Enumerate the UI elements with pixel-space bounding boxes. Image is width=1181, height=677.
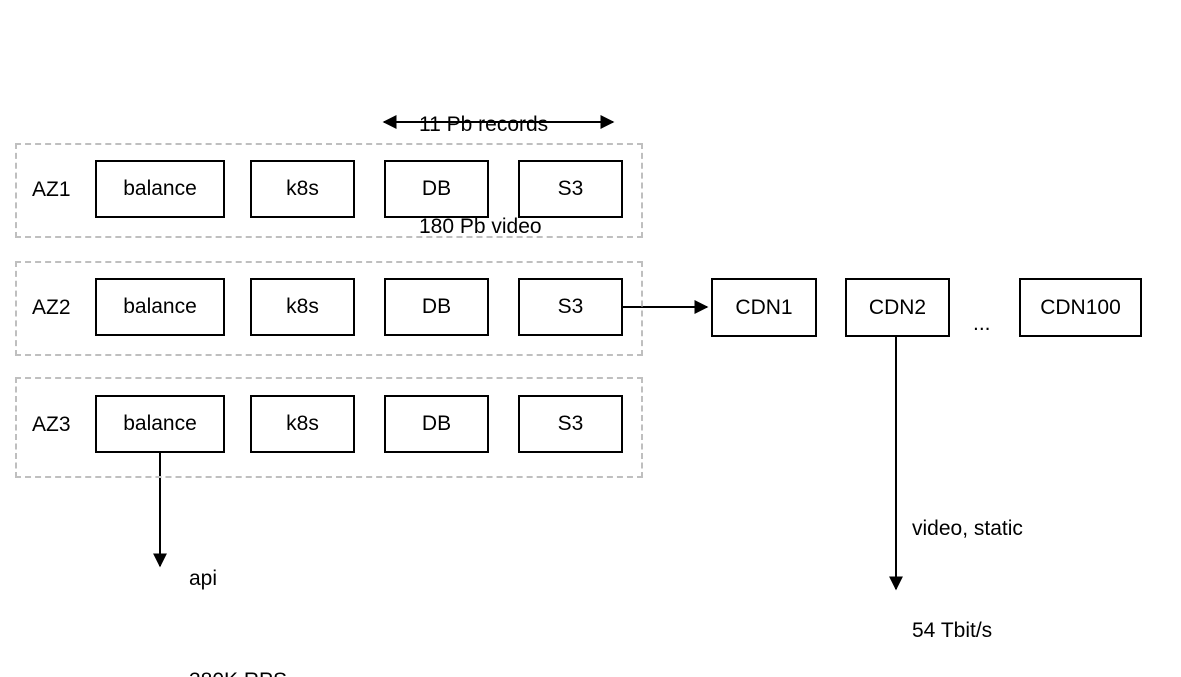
az1-node-k8s[interactable]: k8s <box>250 160 355 218</box>
api-annotation-line2: 380K RPS <box>189 664 287 677</box>
az3-node-db[interactable]: DB <box>384 395 489 453</box>
az-zone-2-label: AZ2 <box>32 296 71 319</box>
az-zone-1-label: AZ1 <box>32 178 71 201</box>
egress-annotation-line2: 54 Tbit/s <box>912 619 993 642</box>
cdn-ellipsis: ... <box>973 312 991 335</box>
cdn-node-1[interactable]: CDN1 <box>711 278 817 337</box>
az3-node-k8s[interactable]: k8s <box>250 395 355 453</box>
az2-node-balance[interactable]: balance <box>95 278 225 336</box>
egress-annotation: video, static 54 Tbit/s <box>912 444 1023 677</box>
az2-node-db[interactable]: DB <box>384 278 489 336</box>
az-zone-3-label: AZ3 <box>32 413 71 436</box>
egress-annotation-line1: video, static <box>912 517 1023 540</box>
storage-annotation-line1: 11 Pb records <box>419 113 549 136</box>
az1-node-s3[interactable]: S3 <box>518 160 623 218</box>
az1-node-db[interactable]: DB <box>384 160 489 218</box>
storage-annotation: 11 Pb records 180 Pb video <box>419 40 548 312</box>
az2-node-k8s[interactable]: k8s <box>250 278 355 336</box>
cdn-node-100[interactable]: CDN100 <box>1019 278 1142 337</box>
az-zone-3 <box>15 377 643 478</box>
az1-node-balance[interactable]: balance <box>95 160 225 218</box>
cdn-node-2[interactable]: CDN2 <box>845 278 950 337</box>
az-zone-2 <box>15 261 643 356</box>
api-annotation: api 380K RPS <box>189 494 287 677</box>
storage-annotation-line2: 180 Pb video <box>419 215 542 238</box>
az-zone-1 <box>15 143 643 238</box>
az3-node-balance[interactable]: balance <box>95 395 225 453</box>
az3-node-s3[interactable]: S3 <box>518 395 623 453</box>
az2-node-s3[interactable]: S3 <box>518 278 623 336</box>
api-annotation-line1: api <box>189 567 218 590</box>
